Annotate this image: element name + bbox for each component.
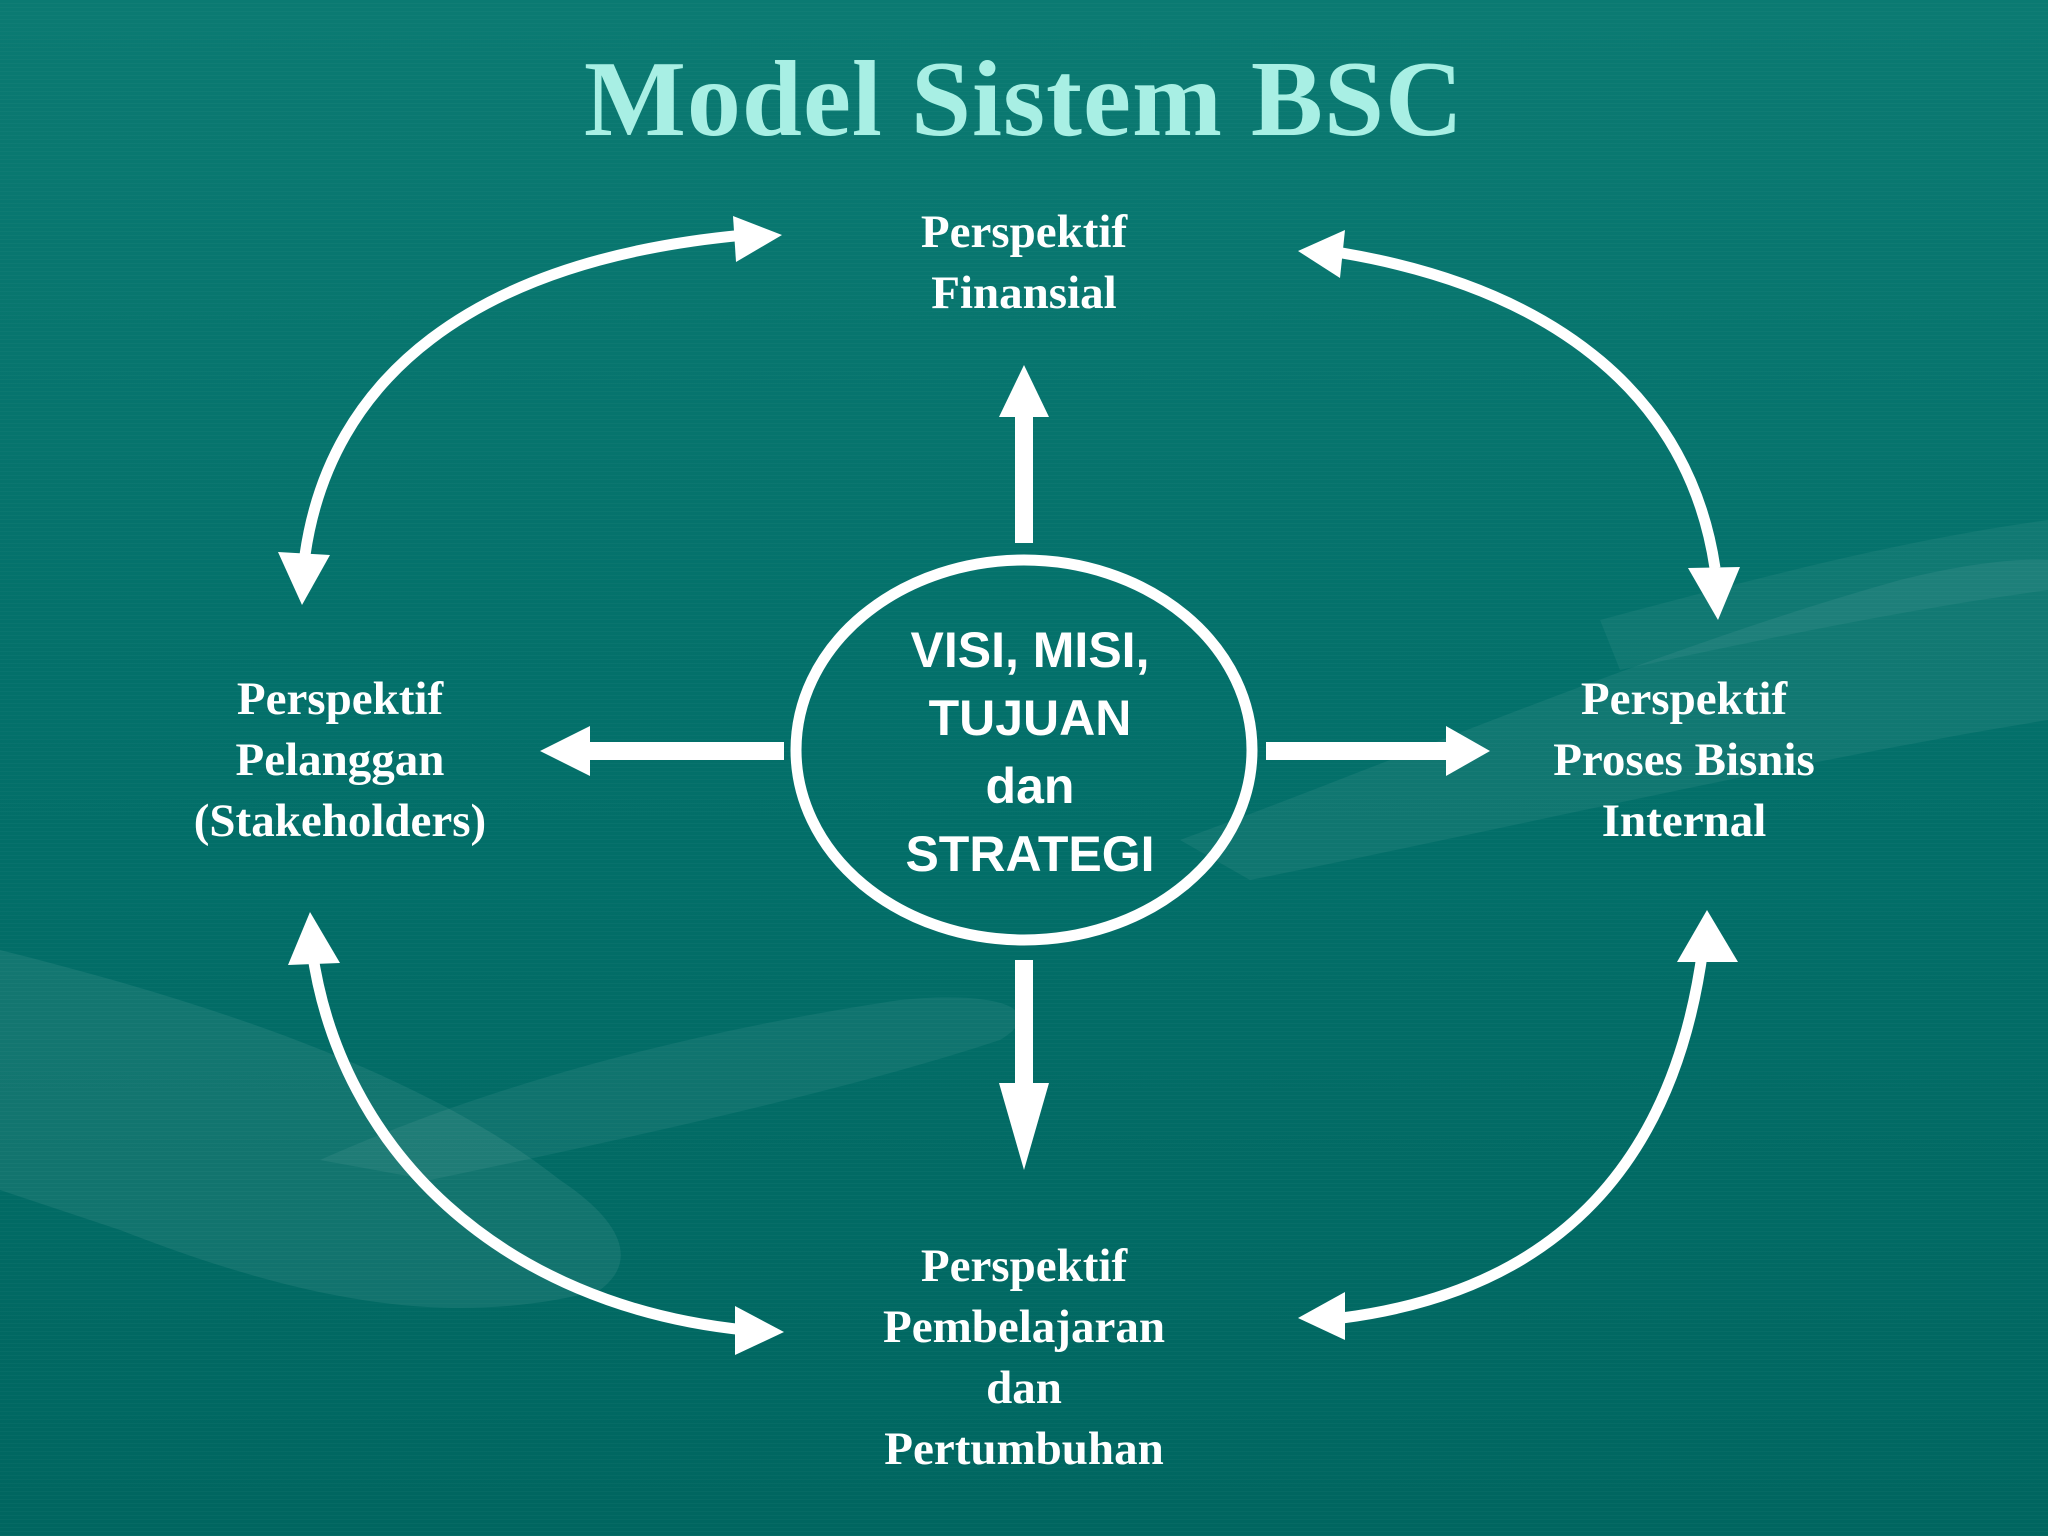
perspective-internal-process: Perspektif Proses Bisnis Internal bbox=[1484, 669, 1884, 852]
center-line-3: dan bbox=[985, 758, 1075, 814]
learning-line-3: dan bbox=[986, 1362, 1062, 1414]
internal-line-3: Internal bbox=[1601, 795, 1767, 847]
arrowhead bbox=[1298, 230, 1345, 278]
arrowhead bbox=[1298, 1292, 1345, 1340]
internal-line-2: Proses Bisnis bbox=[1553, 734, 1815, 786]
financial-line-2: Finansial bbox=[931, 267, 1117, 319]
learning-line-4: Pertumbuhan bbox=[884, 1423, 1164, 1475]
arrow-left bbox=[540, 726, 784, 776]
arrowhead bbox=[288, 912, 340, 965]
arrowhead bbox=[733, 216, 782, 262]
curve-top-left bbox=[299, 229, 746, 556]
perspective-customer: Perspektif Pelanggan (Stakeholders) bbox=[140, 669, 540, 852]
arrowhead bbox=[1677, 910, 1738, 962]
curve-bottom-right bbox=[1341, 947, 1709, 1324]
learning-line-2: Pembelajaran bbox=[883, 1301, 1165, 1353]
customer-line-3: (Stakeholders) bbox=[193, 795, 487, 847]
center-line-1: VISI, MISI, bbox=[910, 622, 1150, 678]
arrowhead bbox=[735, 1306, 784, 1355]
customer-line-2: Pelanggan bbox=[235, 734, 445, 786]
curve-bottom-left bbox=[306, 949, 746, 1336]
center-vision-mission-label: VISI, MISI, TUJUAN dan STRATEGI bbox=[840, 616, 1220, 888]
customer-line-1: Perspektif bbox=[236, 673, 444, 725]
arrow-right bbox=[1266, 726, 1490, 776]
internal-line-1: Perspektif bbox=[1580, 673, 1788, 725]
center-line-4: STRATEGI bbox=[905, 826, 1155, 882]
arrowhead bbox=[1688, 567, 1740, 620]
perspective-financial: Perspektif Finansial bbox=[824, 202, 1224, 324]
arrow-up bbox=[999, 365, 1049, 543]
perspective-learning-growth: Perspektif Pembelajaran dan Pertumbuhan bbox=[824, 1236, 1224, 1480]
center-ellipse bbox=[790, 554, 1258, 946]
center-line-2: TUJUAN bbox=[928, 690, 1132, 746]
arrow-down bbox=[999, 960, 1049, 1170]
learning-line-1: Perspektif bbox=[920, 1240, 1128, 1292]
slide-title: Model Sistem BSC bbox=[584, 40, 1464, 159]
financial-line-1: Perspektif bbox=[920, 206, 1128, 258]
curve-top-right bbox=[1341, 247, 1721, 569]
arrowhead bbox=[278, 552, 330, 605]
